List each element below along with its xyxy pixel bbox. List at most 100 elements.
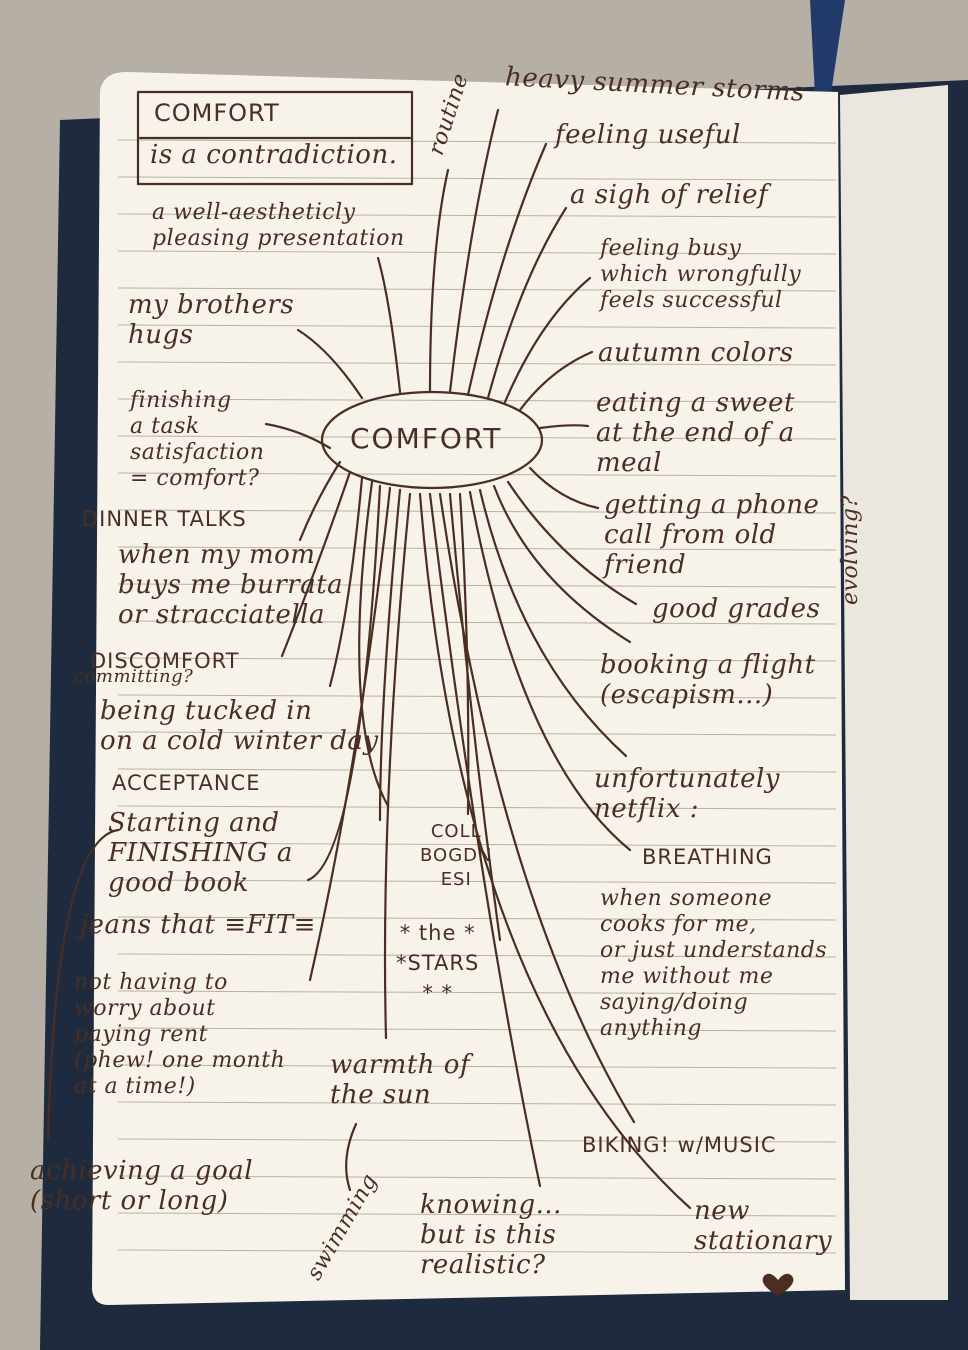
ruled-line [117, 1101, 837, 1106]
warmth-sun-label: warmth of the sun [330, 1050, 471, 1110]
ruled-line [117, 1138, 837, 1143]
phone-call-label: getting a phone call from old friend [604, 490, 820, 580]
ruled-line [117, 879, 837, 884]
dinner-talks-label: DINNER TALKS [82, 507, 247, 531]
ruled-line [117, 731, 837, 736]
ruled-line [117, 472, 837, 477]
ruled-line [117, 1027, 837, 1032]
connector-line [518, 350, 594, 412]
ruled-line [117, 916, 837, 921]
ruled-line [117, 324, 837, 329]
connector-line [46, 828, 120, 1142]
connector-line [448, 108, 500, 394]
ruled-line [117, 620, 837, 625]
connector-line [506, 480, 638, 606]
heart-icon [762, 1273, 794, 1296]
ruled-line [117, 657, 837, 662]
achieving-goal-label: achieving a goal (short or long) [30, 1156, 254, 1216]
connector-line [306, 484, 382, 882]
connector-line [528, 466, 600, 510]
connector-line [358, 480, 390, 808]
connector-line [296, 328, 364, 400]
connector-line [378, 488, 402, 822]
ruled-line [117, 435, 837, 440]
connector-line [538, 424, 590, 430]
ruled-line [117, 583, 837, 588]
ruled-line [117, 953, 837, 958]
feeling-useful-label: feeling useful [555, 120, 741, 150]
connector-line [438, 492, 636, 1124]
connector-line [468, 490, 632, 852]
ruled-line [117, 139, 837, 144]
connector-line [428, 168, 450, 394]
eating-sweet-label: eating a sweet at the end of a meal [596, 388, 795, 478]
ruled-line [117, 546, 837, 551]
ruled-line [117, 176, 837, 181]
ruled-line [117, 1175, 837, 1180]
ruled-line [117, 1064, 837, 1069]
sigh-of-relief-label: a sigh of relief [570, 180, 769, 210]
connector-line [492, 484, 632, 644]
netflix-label: unfortunately netflix : [594, 764, 780, 824]
feeling-busy-label: feeling busy which wrongfully feels succ… [600, 236, 802, 313]
ruled-line [117, 213, 837, 218]
connector-line [486, 206, 568, 400]
evolving-label: evolving? [838, 495, 863, 605]
stars-label: * the * *STARS * * [396, 921, 480, 1005]
connector-line [328, 476, 364, 688]
mind-map-connectors [46, 108, 692, 1210]
discomfort-label: DISCOMFORT [90, 649, 240, 673]
presentation-label: a well-aestheticly pleasing presentation [152, 200, 405, 251]
connector-line [298, 460, 342, 542]
right-page [840, 85, 948, 1300]
jeans-label: jeans that ≡FIT≡ [80, 910, 316, 940]
connector-line [264, 422, 332, 450]
coll-label: COLL BOGDN ESI [420, 821, 493, 890]
acceptance-label: ACCEPTANCE [112, 771, 261, 795]
autumn-colors-label: autumn colors [598, 338, 794, 368]
connector-line [376, 256, 402, 394]
new-stationary-label: new stationary [694, 1196, 833, 1256]
connector-line [345, 1122, 358, 1192]
committing-label: committing? [74, 666, 194, 687]
title-box-heading: COMFORT [154, 99, 280, 127]
connector-line [383, 492, 412, 1040]
tucked-in-label: being tucked in on a cold winter day [100, 696, 379, 756]
ruled-line [117, 842, 837, 847]
good-grades-label: good grades [652, 594, 821, 624]
cooks-for-me-label: when someone cooks for me, or just under… [600, 886, 828, 1041]
good-book-label: Starting and FINISHING a good book [108, 808, 293, 898]
ruled-line [117, 398, 837, 403]
knowing-label: knowing... but is this realistic? [420, 1190, 562, 1280]
ruled-line [117, 768, 837, 773]
connector-line [308, 486, 392, 982]
connector-line [428, 492, 542, 1188]
ribbon-bookmark [810, 0, 845, 100]
title-box-subtitle: is a contradiction. [150, 140, 398, 170]
ruled-line [117, 509, 837, 514]
ruled-line [117, 1212, 837, 1217]
ruled-line [117, 287, 837, 292]
ruled-line [117, 361, 837, 366]
center-bubble [320, 390, 544, 490]
booking-flight-label: booking a flight (escapism...) [600, 650, 816, 710]
finishing-task-label: finishing a task satisfaction = comfort? [130, 388, 265, 491]
connector-line [280, 470, 352, 658]
biking-label: BIKING! w/MUSIC [582, 1133, 777, 1157]
center-label: COMFORT [350, 422, 503, 455]
connector-line [478, 488, 628, 758]
connector-line [466, 142, 548, 397]
ruled-line [117, 1249, 837, 1254]
burrata-label: when my mom buys me burrata or stracciat… [118, 540, 344, 630]
ruled-line [117, 805, 837, 810]
ruled-lines [117, 139, 837, 1254]
breathing-label: BREATHING [642, 845, 773, 869]
ruled-line [117, 990, 837, 995]
title-box [136, 90, 414, 186]
brothers-hugs-label: my brothers hugs [128, 290, 295, 350]
connector-line [418, 492, 692, 1210]
ruled-line [117, 250, 837, 255]
connector-line [503, 276, 592, 404]
paying-rent-label: not having to worry about paying rent (p… [74, 970, 286, 1099]
